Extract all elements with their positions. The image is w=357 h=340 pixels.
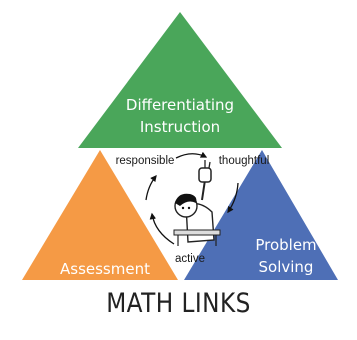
cycle-label-thoughtful: thoughtful [219,155,270,167]
student-thinker-icon [173,160,221,246]
triangle-assessment [22,150,178,280]
triangle-differentiating-instruction [78,12,282,148]
triangle-top-label-line2: Instruction [140,118,220,136]
arrow-active-to-responsible [149,212,175,245]
triangle-top-label-line1: Differentiating [126,96,234,114]
cycle-label-responsible: responsible [116,155,175,167]
arrow-responsible-to-thoughtful [175,151,208,159]
triangle-right-label-line1: Problem [255,236,316,254]
cycle-label-active: active [175,253,205,265]
cycle-arrow-icon [145,151,239,245]
arrow-thoughtful-to-active [227,182,239,214]
footer-title: MATH LINKS [106,288,251,319]
triangle-right-label-line2: Solving [259,258,314,276]
triangle-problem-solving [184,150,338,280]
triangle-left-label: Assessment [60,260,150,278]
arrow-left-up [145,174,157,201]
